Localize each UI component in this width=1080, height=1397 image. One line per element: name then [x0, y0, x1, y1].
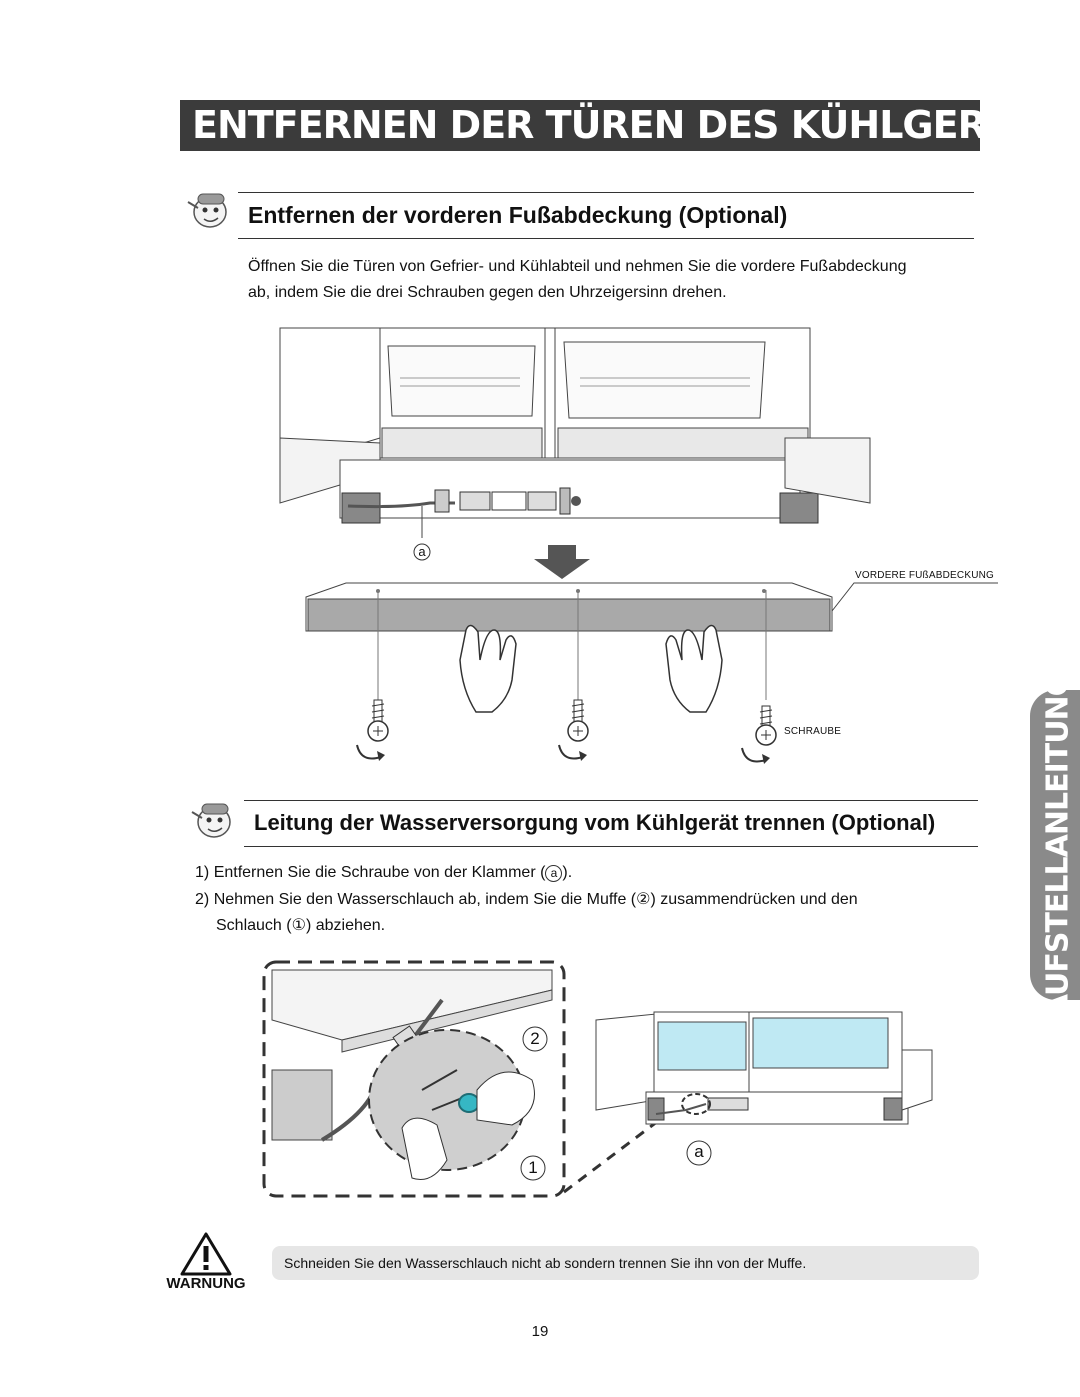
warning-label: WARNUNG — [166, 1275, 246, 1292]
callout-a2-circle — [686, 1140, 712, 1166]
pointing-hand-icon — [187, 193, 227, 228]
section1-text-line1: Öffnen Sie die Türen von Gefrier- und Kü… — [248, 258, 907, 275]
section2-rule-bottom — [244, 846, 978, 847]
down-arrow-icon — [534, 545, 590, 579]
section1-rule-bottom — [238, 238, 974, 239]
right-hand-illustration — [665, 624, 723, 713]
step-1-number: 1) — [195, 864, 210, 881]
callout-1-circle — [520, 1155, 546, 1181]
step-1-text-a: Entfernen Sie die Schraube von der Klamm… — [213, 864, 546, 881]
label-front-cover: VORDERE FUßABDECKUNG — [855, 570, 995, 581]
callout-1-label: 1 — [528, 1158, 538, 1177]
step-2-number: 2) — [195, 891, 210, 908]
screw-icon — [755, 705, 777, 746]
side-tab-label: AUFSTELLANLEITUNG — [1040, 672, 1075, 1018]
step-2-text-b: ) zusammendrücken und den — [650, 891, 858, 908]
rotate-arrow-icon — [741, 747, 770, 764]
warning-text: Schneiden Sie den Wasserschlauch nicht a… — [272, 1246, 979, 1280]
section2-heading: Leitung der Wasserversorgung vom Kühlger… — [254, 810, 936, 835]
section2-rule-top — [244, 800, 978, 801]
section1-text-line2: ab, indem Sie die drei Schrauben gegen d… — [248, 284, 727, 301]
fridge-base-illustration — [279, 327, 871, 538]
step-2-line2-text-a: Schlauch ( — [216, 917, 292, 934]
label-screw: SCHRAUBE — [784, 726, 842, 737]
page-title: ENTFERNEN DER TÜREN DES KÜHLGERÄTS — [180, 100, 980, 151]
section1-rule-top — [238, 192, 974, 193]
callout-a-label: a — [418, 544, 426, 559]
front-cover-illustration — [305, 582, 833, 632]
left-hand-illustration — [459, 624, 517, 713]
hose-detail-illustration — [262, 960, 566, 1198]
screw-leader-lines — [377, 590, 767, 700]
step-2-text-a: Nehmen Sie den Wasserschlauch ab, indem … — [213, 891, 637, 908]
screw-icon — [567, 699, 589, 742]
rotate-arrow-icon — [356, 744, 385, 761]
step-1-marker: a — [545, 865, 563, 882]
cover-leader-line — [831, 582, 998, 612]
step-2: 2) Nehmen Sie den Wasserschlauch ab, ind… — [195, 888, 858, 912]
callout-a2-label: a — [694, 1142, 704, 1161]
fridge-small-illustration — [595, 1011, 933, 1125]
screw-icon — [367, 699, 389, 742]
side-tab: AUFSTELLANLEITUNG — [1030, 673, 1080, 1017]
warning-triangle-icon — [180, 1232, 232, 1276]
step-1-text-b: ). — [562, 864, 573, 881]
step-2-line2: Schlauch (①) abziehen. — [216, 914, 385, 938]
page-number: 19 — [531, 1323, 549, 1340]
callout-2-label: 2 — [530, 1029, 540, 1048]
rotate-arrow-icon — [558, 744, 587, 761]
pointing-hand-icon — [191, 803, 231, 838]
step-2-line2-marker: ① — [291, 917, 306, 934]
step-2-marker: ② — [636, 891, 651, 908]
step-2-line2-text-b: ) abziehen. — [305, 917, 386, 934]
section1-heading: Entfernen der vorderen Fußabdeckung (Opt… — [248, 202, 788, 228]
callout-2-circle — [522, 1026, 548, 1052]
callout-a-circle — [413, 543, 431, 561]
step-1: 1) Entfernen Sie die Schraube von der Kl… — [195, 861, 572, 885]
